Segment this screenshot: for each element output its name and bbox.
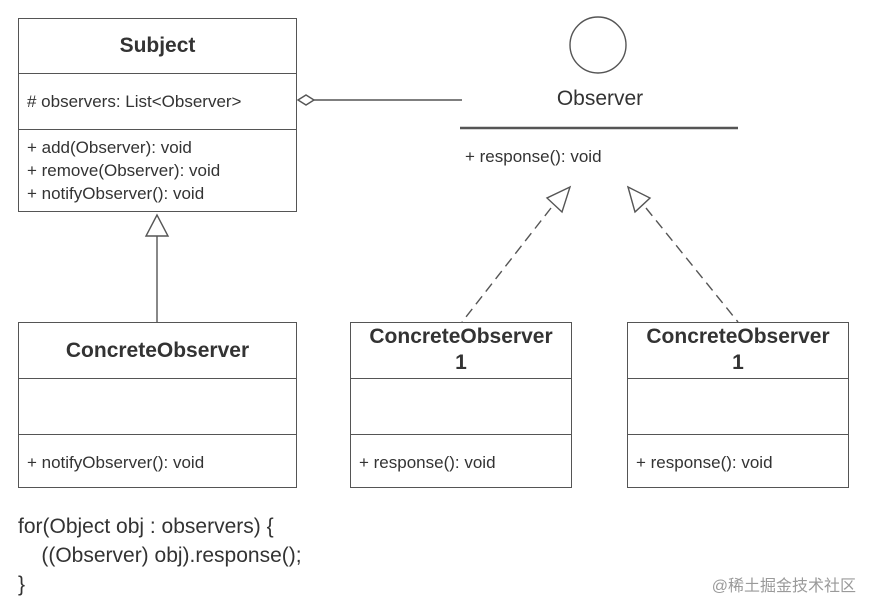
code-snippet: for(Object obj : observers) { ((Observer… xyxy=(18,512,302,599)
concrete-observer-a-class-box: ConcreteObserver 1 + response(): void xyxy=(350,322,572,488)
class-name-line: 1 xyxy=(732,351,744,374)
subject-class-box: Subject # observers: List<Observer> + ad… xyxy=(18,18,297,212)
observer-interface-name: Observer xyxy=(556,87,644,110)
concrete-subject-attributes xyxy=(19,378,296,434)
subject-method: + add(Observer): void xyxy=(27,138,192,157)
realization-arrow-a-icon xyxy=(545,185,572,214)
watermark: @稀土掘金技术社区 xyxy=(711,578,856,595)
concrete-subject-class-box: ConcreteObserver + notifyObserver(): voi… xyxy=(18,322,297,488)
code-line: for(Object obj : observers) { xyxy=(18,515,274,538)
class-name-line: ConcreteObserver xyxy=(646,325,830,348)
concrete-observer-b-attributes xyxy=(628,378,848,434)
observer-method: + response(): void xyxy=(465,147,602,166)
subject-method: + remove(Observer): void xyxy=(27,161,221,180)
subject-attribute: # observers: List<Observer> xyxy=(27,92,242,111)
concrete-observer-b-method: + response(): void xyxy=(636,453,773,472)
subject-attributes: # observers: List<Observer> xyxy=(19,73,296,129)
subject-class-name: Subject xyxy=(119,34,196,57)
interface-circle-icon xyxy=(569,16,627,74)
concrete-observer-a-method: + response(): void xyxy=(359,453,496,472)
concrete-subject-methods: + notifyObserver(): void xyxy=(19,434,296,474)
concrete-subject-class-name: ConcreteObserver xyxy=(65,339,250,362)
code-line: ((Observer) obj).response(); xyxy=(18,544,302,567)
aggregation-diamond-icon xyxy=(296,94,316,106)
concrete-observer-a-attributes xyxy=(351,378,571,434)
subject-method: + notifyObserver(): void xyxy=(27,184,205,203)
concrete-observer-b-class-name: ConcreteObserver 1 xyxy=(628,324,848,376)
realization-line-a xyxy=(461,207,552,323)
concrete-subject-method: + notifyObserver(): void xyxy=(27,453,205,472)
realization-line-b xyxy=(645,207,739,323)
code-line: } xyxy=(18,573,26,596)
realization-arrow-b-icon xyxy=(626,185,652,214)
concrete-observer-b-class-box: ConcreteObserver 1 + response(): void xyxy=(627,322,849,488)
concrete-observer-a-methods: + response(): void xyxy=(351,434,571,474)
inheritance-arrow-icon xyxy=(144,213,170,237)
class-name-line: 1 xyxy=(455,351,467,374)
class-name-line: ConcreteObserver xyxy=(369,325,553,348)
concrete-observer-a-class-name: ConcreteObserver 1 xyxy=(351,324,571,376)
subject-methods: + add(Observer): void + remove(Observer)… xyxy=(19,129,296,205)
concrete-observer-b-methods: + response(): void xyxy=(628,434,848,474)
